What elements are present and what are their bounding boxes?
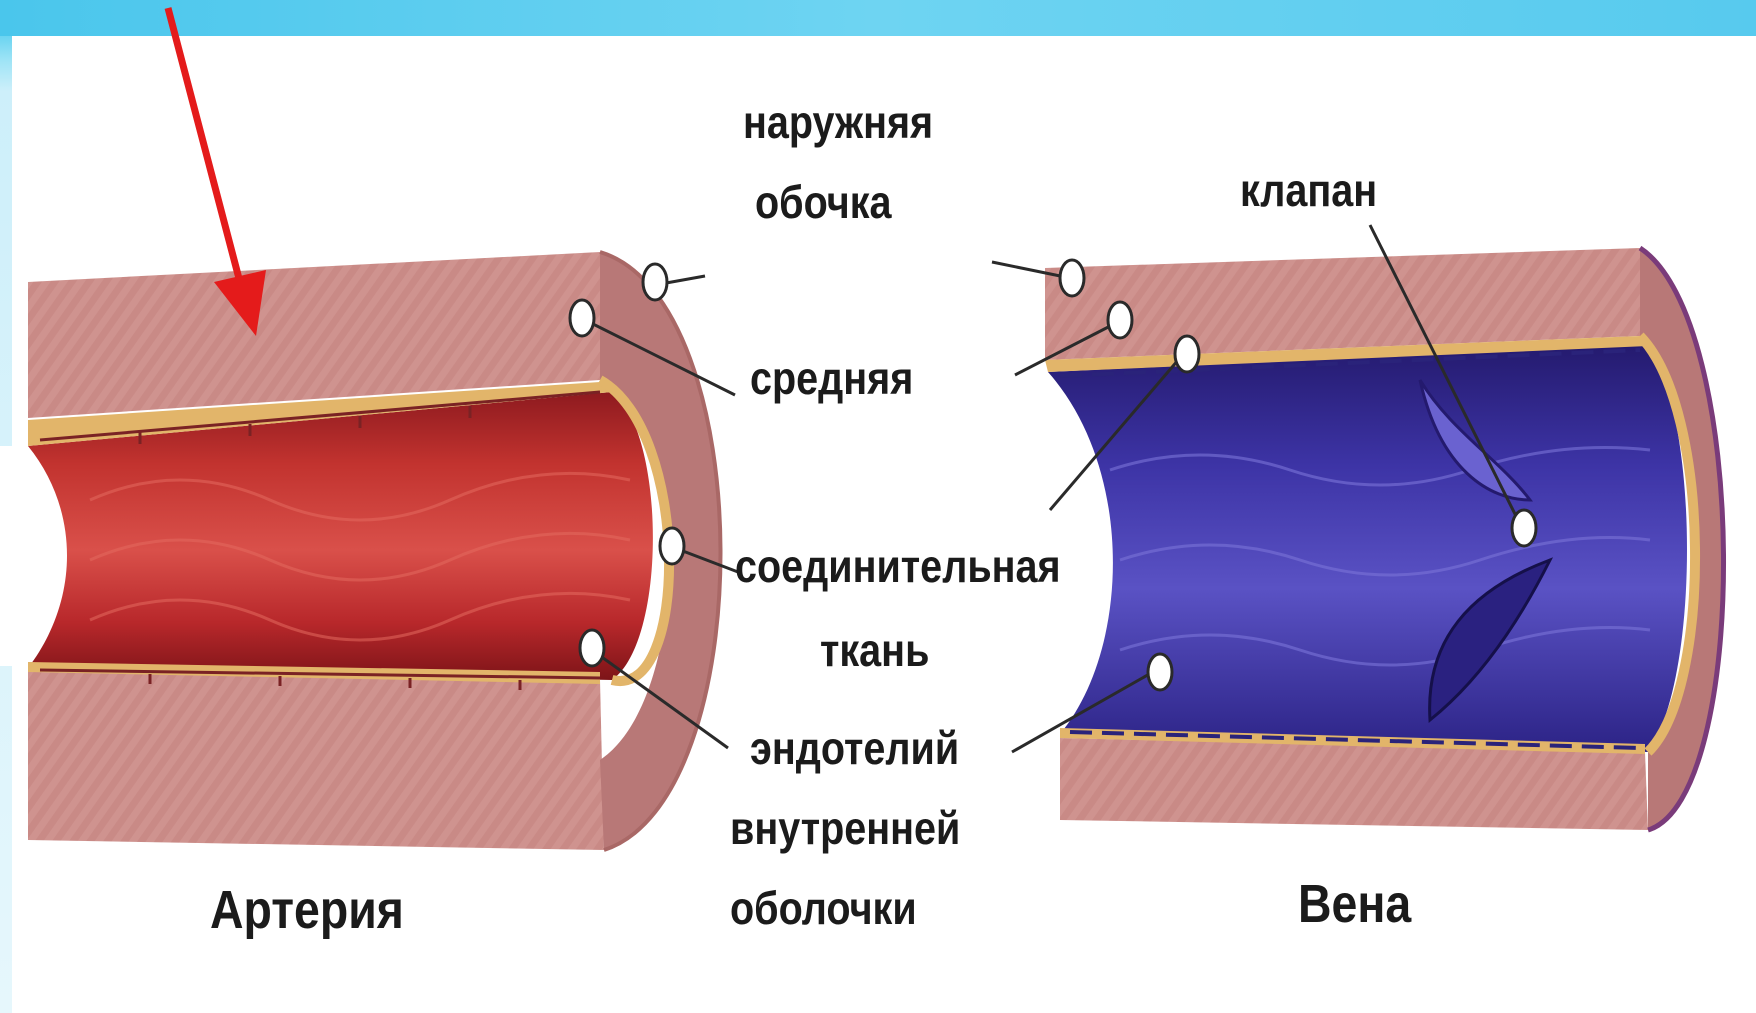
label-endothelium-line1: эндотелий <box>750 720 959 776</box>
vein-bottom-wall <box>1060 738 1648 830</box>
caption-vein: Вена <box>1298 874 1411 934</box>
label-connective-line1: соединительная <box>735 538 1061 594</box>
artery-vessel <box>0 252 721 850</box>
artery-bottom-wall <box>28 662 604 850</box>
label-endothelium-line2: внутренней <box>730 800 960 856</box>
label-outer-line1: наружняя <box>743 94 933 150</box>
caption-artery: Артерия <box>210 880 404 940</box>
vein-vessel <box>1045 248 1724 830</box>
vein-lumen <box>1048 344 1687 752</box>
label-endothelium-line3: оболочки <box>730 880 917 936</box>
label-middle: средняя <box>750 350 913 406</box>
label-outer-line2: обочка <box>755 174 892 230</box>
label-valve: клапан <box>1240 162 1377 218</box>
label-connective-line2: ткань <box>820 622 929 678</box>
